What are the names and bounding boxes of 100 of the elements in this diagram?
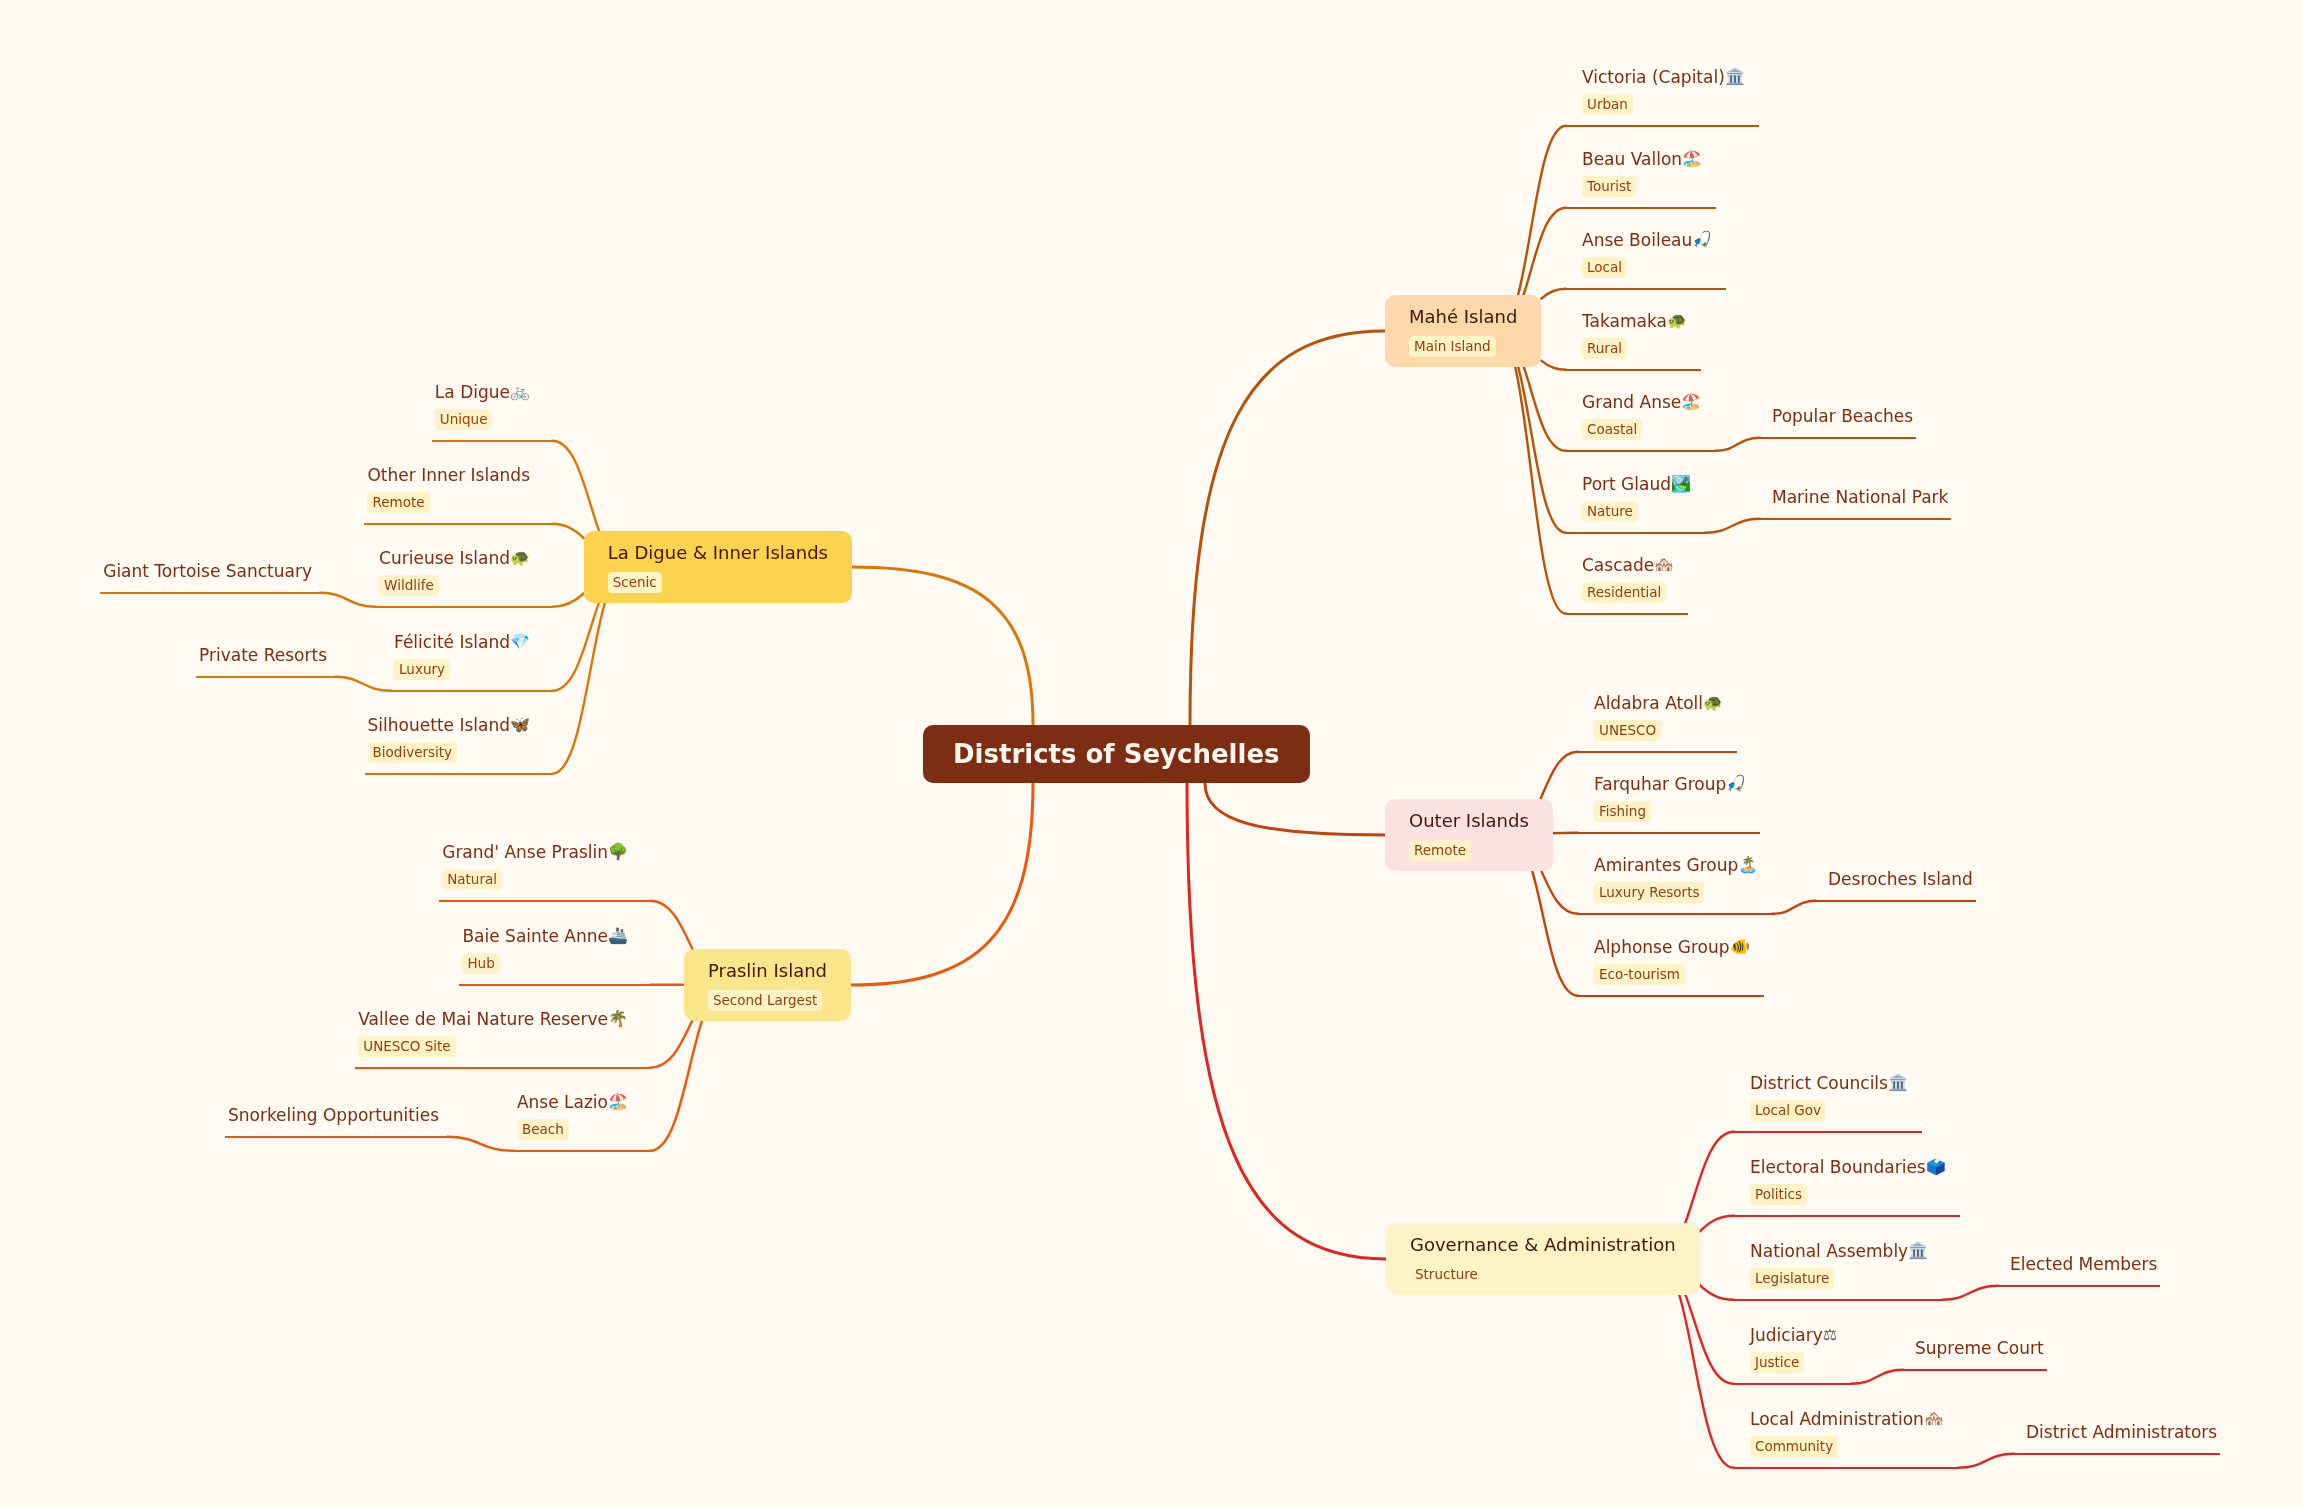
landscape-icon: 🏞 — [1671, 476, 1691, 492]
topic-title: Grand' Anse Praslin — [442, 841, 608, 864]
connector-line — [1956, 1452, 2016, 1469]
topic-title: Other Inner Islands — [367, 464, 530, 487]
category-tag: Local — [1582, 257, 1627, 278]
category-tag: Unique — [434, 409, 493, 430]
underlined-subtopic: Elected Members — [1998, 1252, 2161, 1287]
underlined-topic — [459, 924, 650, 986]
connector-line — [1684, 1293, 1736, 1385]
underlined-topic — [1566, 65, 1759, 127]
topic-title: Judiciary — [1750, 1324, 1823, 1347]
underlined-subtopic: Popular Beaches — [1760, 404, 1917, 439]
ballot-box-icon: 🗳 — [1925, 1159, 1946, 1175]
topic-title: Aldabra Atoll — [1594, 692, 1703, 715]
connector-line — [648, 1019, 704, 1152]
topic-title: Amirantes Group — [1594, 854, 1739, 877]
category-tag: Politics — [1750, 1184, 1807, 1205]
category-tag: Beach — [516, 1119, 569, 1140]
connector-line — [445, 1135, 516, 1152]
connector-line — [1203, 781, 1387, 837]
connector-line — [550, 592, 585, 608]
connector-line — [850, 565, 1035, 727]
fish-icon: 🐠 — [1729, 939, 1750, 955]
category-tag: Natural — [442, 869, 502, 890]
connector-line — [648, 1019, 694, 1069]
category-tag: Fishing — [1594, 801, 1651, 822]
underlined-topic — [513, 1090, 650, 1152]
branch-box — [683, 949, 851, 1021]
underlined-topic — [1566, 472, 1705, 534]
connector-line — [849, 781, 1035, 987]
category-tag: Luxury — [394, 659, 450, 680]
topic-title: La Digue — [434, 381, 510, 404]
houses-icon: 🏘 — [1923, 1411, 1944, 1427]
bicycle-icon: 🚲 — [510, 384, 530, 400]
connector-line — [1522, 365, 1568, 452]
connector-line — [1703, 517, 1762, 534]
connector-line — [1850, 1368, 1905, 1385]
category-tag: Local Gov — [1750, 1100, 1826, 1121]
category-tag: Scenic — [607, 572, 662, 593]
connector-line — [1540, 869, 1580, 915]
topic-title: Silhouette Island — [367, 714, 510, 737]
topic-title: Farquhar Group — [1594, 773, 1727, 796]
topic-title: Anse Lazio — [516, 1091, 608, 1114]
ship-icon: 🚢 — [608, 928, 628, 944]
fishing-rod-icon: 🎣 — [1692, 232, 1713, 248]
houses-icon: 🏘 — [1654, 557, 1675, 573]
underlined-subtopic: Supreme Court — [1903, 1336, 2047, 1371]
category-tag: Eco-tourism — [1594, 964, 1685, 985]
connector-line — [1516, 124, 1568, 297]
category-tag: Coastal — [1582, 419, 1643, 440]
topic-title: Alphonse Group — [1594, 936, 1730, 959]
category-tag: UNESCO — [1594, 720, 1662, 741]
underlined-topic — [355, 1007, 650, 1069]
category-tag: Remote — [367, 492, 430, 513]
branch-box — [583, 531, 852, 603]
connector-line — [1517, 365, 1568, 534]
category-tag: Luxury Resorts — [1594, 882, 1705, 903]
topic-title: Vallee de Mai Nature Reserve — [358, 1008, 608, 1031]
connector-line — [1531, 869, 1580, 997]
topic-title: Curieuse Island — [379, 547, 510, 570]
topic-title: Baie Sainte Anne — [462, 925, 608, 948]
underlined-topic — [1578, 772, 1761, 834]
branch-box — [1385, 799, 1553, 871]
underlined-topic — [1566, 228, 1727, 290]
category-tag: Remote — [1409, 840, 1472, 861]
palm-tree-icon: 🌴 — [608, 1011, 628, 1027]
branch-box — [1386, 1223, 1700, 1295]
branch-title: Outer Islands — [1409, 809, 1529, 833]
branch-title: Mahé Island — [1409, 305, 1518, 329]
category-tag: Legislature — [1750, 1268, 1835, 1289]
category-tag: Community — [1750, 1436, 1839, 1457]
category-tag: Main Island — [1409, 336, 1496, 357]
category-tag: Tourist — [1582, 176, 1637, 197]
topic-title: Grand Anse — [1582, 391, 1682, 414]
connector-line — [318, 591, 378, 608]
connector-line — [550, 439, 601, 533]
fishing-rod-icon: 🎣 — [1726, 776, 1747, 792]
branch-title: Governance & Administration — [1410, 1233, 1676, 1257]
topic-title: District Councils — [1750, 1072, 1888, 1095]
central-topic: Districts of Seychelles — [923, 725, 1310, 783]
topic-title: Beau Vallon — [1582, 148, 1683, 171]
topic-title: Cascade — [1582, 554, 1655, 577]
category-tag: Wildlife — [379, 575, 439, 596]
category-tag: Justice — [1750, 1352, 1805, 1373]
connector-line — [1684, 1130, 1736, 1225]
underlined-topic — [1734, 1155, 1960, 1217]
connector-line — [1522, 206, 1568, 297]
category-tag: Urban — [1582, 94, 1633, 115]
connector-line — [1539, 750, 1580, 801]
topic-title: Port Glaud — [1582, 473, 1671, 496]
connector-line — [1540, 287, 1568, 300]
turtle-icon: 🐢 — [1703, 695, 1723, 711]
category-tag: UNESCO Site — [358, 1036, 456, 1057]
topic-title: National Assembly — [1750, 1240, 1909, 1263]
beach-umbrella-icon: 🏖 — [608, 1094, 628, 1110]
branch-title: Praslin Island — [707, 959, 827, 983]
topic-title: Victoria (Capital) — [1582, 66, 1725, 89]
underlined-topic — [1734, 1071, 1922, 1133]
topic-title: Félicité Island — [394, 631, 510, 654]
island-icon: 🏝 — [1738, 857, 1759, 873]
